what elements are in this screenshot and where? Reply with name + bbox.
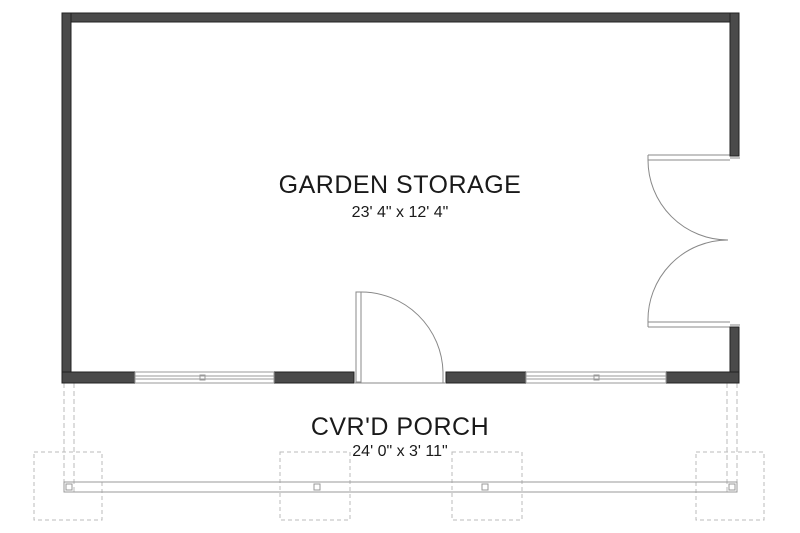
wall-right-upper: [729, 12, 740, 157]
window-left: [134, 371, 275, 384]
wall-bottom-2: [273, 371, 355, 384]
footing-center-left: [279, 451, 351, 521]
room-dims-garden-storage: 23' 4" x 12' 4": [351, 204, 449, 221]
porch-beam: [63, 481, 738, 493]
entry-door: [354, 291, 446, 384]
room-name-porch: CVR'D PORCH: [310, 413, 490, 441]
room-dims-porch: 24' 0" x 3' 11": [352, 443, 448, 460]
footing-center-right: [451, 451, 523, 521]
double-door: [647, 154, 740, 328]
windows: [134, 371, 667, 384]
porch-footings: [33, 451, 765, 521]
window-right: [525, 371, 667, 384]
walls: [61, 12, 740, 384]
wall-bottom-1: [61, 371, 136, 384]
wall-top: [61, 12, 740, 23]
porch-post-lines: [63, 383, 738, 492]
footing-right: [695, 451, 765, 521]
wall-bottom-3: [445, 371, 527, 384]
wall-bottom-4: [665, 371, 740, 384]
footing-left: [33, 451, 103, 521]
room-name-garden-storage: GARDEN STORAGE: [278, 171, 522, 199]
